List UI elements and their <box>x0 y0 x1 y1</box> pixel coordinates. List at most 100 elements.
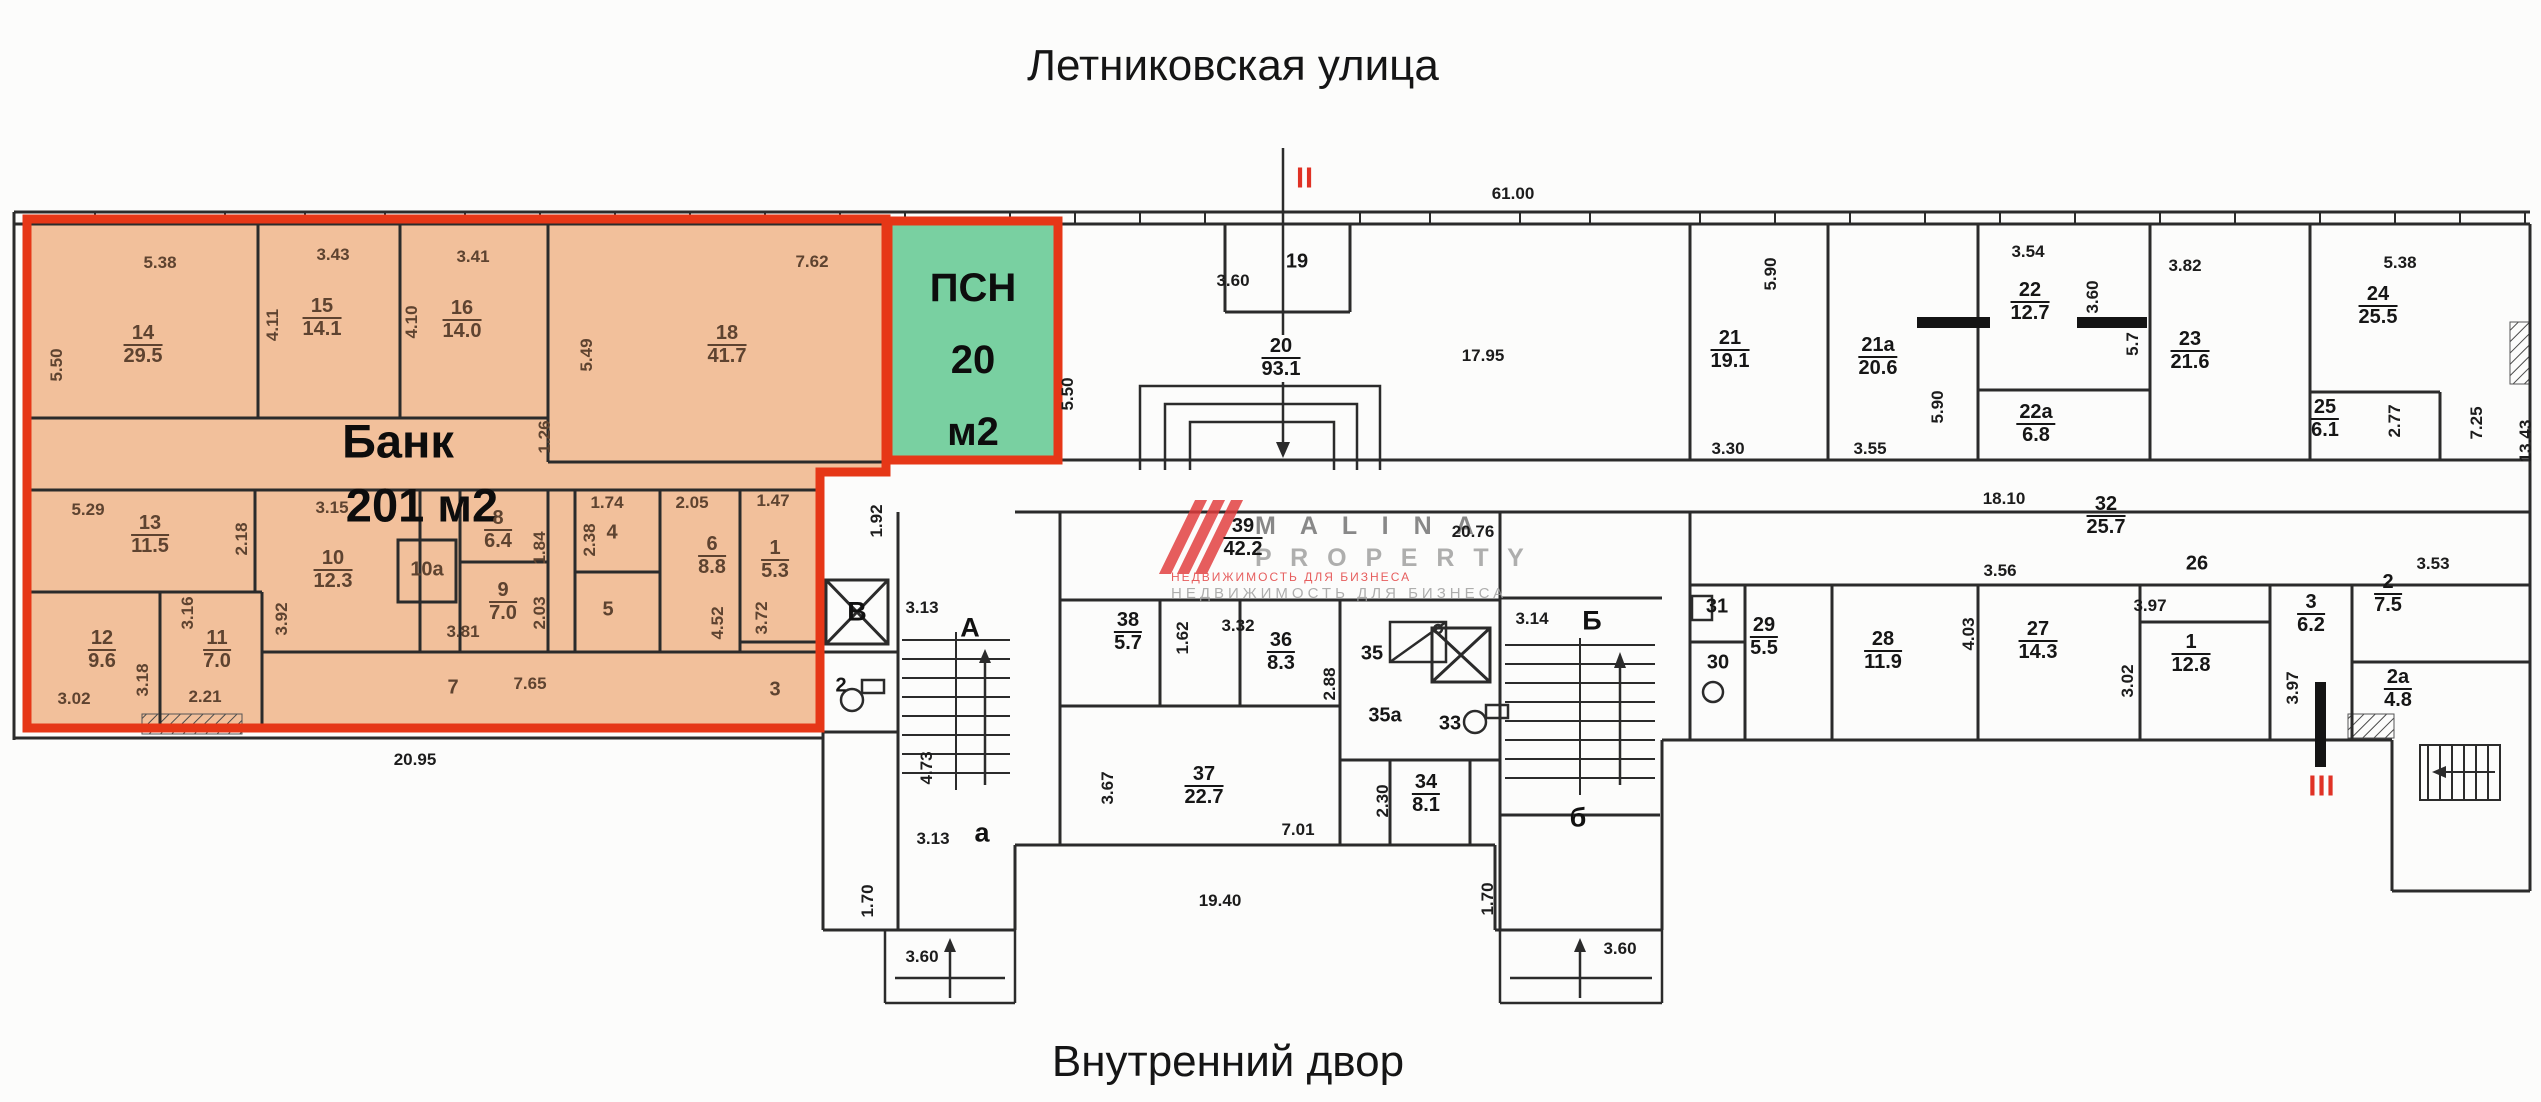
dimension-label: 5.49 <box>577 338 596 372</box>
dimension-label: 2.18 <box>232 522 251 556</box>
dimension-label: 17.95 <box>1461 346 1505 365</box>
dimension-label: 4.73 <box>917 751 936 785</box>
room-label: 5 <box>602 598 614 621</box>
psn-zone-fill <box>888 221 1058 460</box>
dimension-label: 2.21 <box>188 687 222 706</box>
dimension-label: 20.76 <box>1451 522 1495 541</box>
psn-zone-outline <box>883 216 1063 465</box>
room-label: 10а <box>410 558 444 581</box>
dimension-label: 3.60 <box>905 947 939 966</box>
dimension-label: 19.40 <box>1198 891 1242 910</box>
dimension-label: 3.60 <box>1216 271 1250 290</box>
dimension-label: 3.97 <box>2133 596 2167 615</box>
dimension-label: 3.67 <box>1098 771 1117 805</box>
dimension-label: 1.70 <box>1478 882 1497 916</box>
dimension-label: 1.26 <box>535 420 554 454</box>
dimension-label: 3.72 <box>752 601 771 635</box>
room-label: 33 <box>1438 712 1462 735</box>
bank-zone-label: Банк <box>342 414 454 468</box>
room-label: 4 <box>606 521 618 544</box>
room-label: 35 <box>1360 642 1384 665</box>
stair-letter: б <box>1569 802 1587 833</box>
dimension-label: 1.84 <box>530 531 549 565</box>
room-label: 19 <box>1285 250 1309 273</box>
dimension-label: 3.54 <box>2011 242 2045 261</box>
dimension-label: 4.03 <box>1959 617 1978 651</box>
dimension-label: 20.95 <box>393 750 437 769</box>
dimension-label: 3.60 <box>1603 939 1637 958</box>
dimension-label: 3.55 <box>1853 439 1887 458</box>
watermark-brand-top: M A L I N A <box>1255 512 1483 540</box>
dimension-label: 3.02 <box>57 689 91 708</box>
dimension-label: 5.7 <box>2123 332 2142 356</box>
dimension-label: 3.97 <box>2283 671 2302 705</box>
dimension-label: 1.47 <box>756 491 790 510</box>
room-label: 2 <box>835 674 847 697</box>
courtyard-title: Внутренний двор <box>1051 1037 1405 1086</box>
dimension-label: 3.81 <box>446 622 480 641</box>
dimension-label: 7.01 <box>1281 820 1315 839</box>
dimension-label: 3.30 <box>1711 439 1745 458</box>
room-label: 35а <box>1368 704 1402 727</box>
psn-line3: м2 <box>947 410 999 454</box>
dimension-label: 5.90 <box>1928 390 1947 424</box>
psn-line1: ПСН <box>929 266 1017 310</box>
dimension-label: 1.92 <box>867 504 886 538</box>
dimension-label: 3.13 <box>916 829 950 848</box>
dimension-label: 3.82 <box>2168 256 2202 275</box>
dimension-label: 3.92 <box>272 602 291 636</box>
dimension-label: 2.38 <box>580 523 599 557</box>
section-marker: III <box>2308 770 2336 803</box>
watermark: M A L I N A P R O P E R T Y НЕДВИЖИМОСТЬ… <box>1158 494 1524 606</box>
dimension-label: 1.74 <box>590 493 624 512</box>
room-label: 26 <box>2185 552 2209 575</box>
dimension-label: 3.56 <box>1983 561 2017 580</box>
dimension-label: 1.70 <box>858 884 877 918</box>
stair-letter: А <box>960 612 980 643</box>
bank-zone-area-label: 201 м2 <box>345 478 499 532</box>
stair-letter: В <box>847 596 867 627</box>
dimension-label: 3.32 <box>1221 616 1255 635</box>
dimension-label: 2.03 <box>530 596 549 630</box>
dimension-label: 2.05 <box>675 493 709 512</box>
room-label: 30 <box>1706 651 1730 674</box>
dimension-label: 4.52 <box>708 606 727 640</box>
dimension-label: 7.65 <box>513 674 547 693</box>
dimension-label: 5.50 <box>1058 377 1077 411</box>
room-label: 7 <box>447 676 459 699</box>
dimension-label: 3.15 <box>315 498 349 517</box>
dimension-label: 5.90 <box>1761 257 1780 291</box>
dimension-label: 4.11 <box>263 308 282 342</box>
dimension-label: 4.10 <box>402 305 421 339</box>
dimension-label: 3.53 <box>2416 554 2450 573</box>
dimension-label: 13.43 <box>2516 419 2535 463</box>
stair-letter: а <box>974 817 990 848</box>
dimension-label: 2.30 <box>1373 784 1392 818</box>
